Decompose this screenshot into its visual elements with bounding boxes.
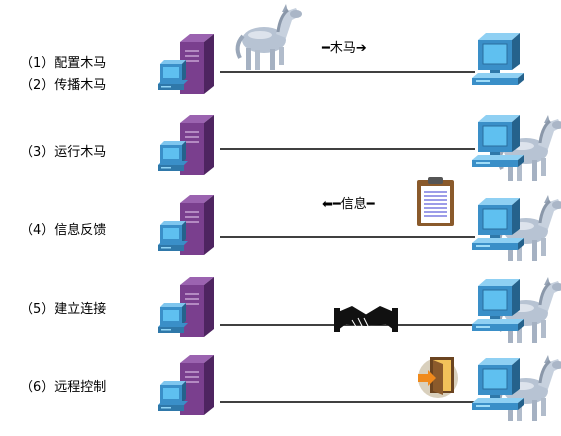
victim-computer-icon [471, 278, 525, 332]
tag-info-label: ⬅━信息━ [322, 196, 375, 212]
victim-computer-icon [471, 197, 525, 251]
step-label-2: （2）传播木马 [20, 78, 106, 93]
step-row-5: （6）远程控制 [20, 353, 561, 423]
attacker-computer-icon [158, 34, 214, 94]
tag-trojan-label: ━木马➔ [321, 41, 367, 56]
step-label-5: （5）建立连接 [20, 301, 106, 317]
step-row-2: （3）运行木马 [20, 113, 561, 183]
victim-computer-icon [471, 357, 525, 411]
step-label-3: （3）运行木马 [20, 145, 106, 160]
step-row-4: （5）建立连接 [20, 275, 561, 345]
attacker-computer-icon [158, 277, 214, 337]
trojan-horse-icon [235, 2, 304, 72]
open-door-icon [418, 357, 458, 398]
step-label-6: （6）远程控制 [20, 380, 106, 395]
step-row-3: （4）信息反馈 ⬅━信息━ [20, 177, 561, 263]
victim-computer-icon [471, 32, 525, 86]
attacker-computer-icon [158, 355, 214, 415]
step-label-1: （1）配置木马 [20, 56, 106, 71]
handshake-icon [334, 306, 398, 332]
attacker-computer-icon [158, 115, 214, 175]
victim-computer-icon [471, 114, 525, 168]
step-row-1: （1）配置木马 （2）传播木马 ━木马➔ [20, 2, 525, 94]
clipboard-document-icon [417, 177, 454, 226]
step-label-4: （4）信息反馈 [20, 222, 106, 238]
attacker-computer-icon [158, 195, 214, 255]
